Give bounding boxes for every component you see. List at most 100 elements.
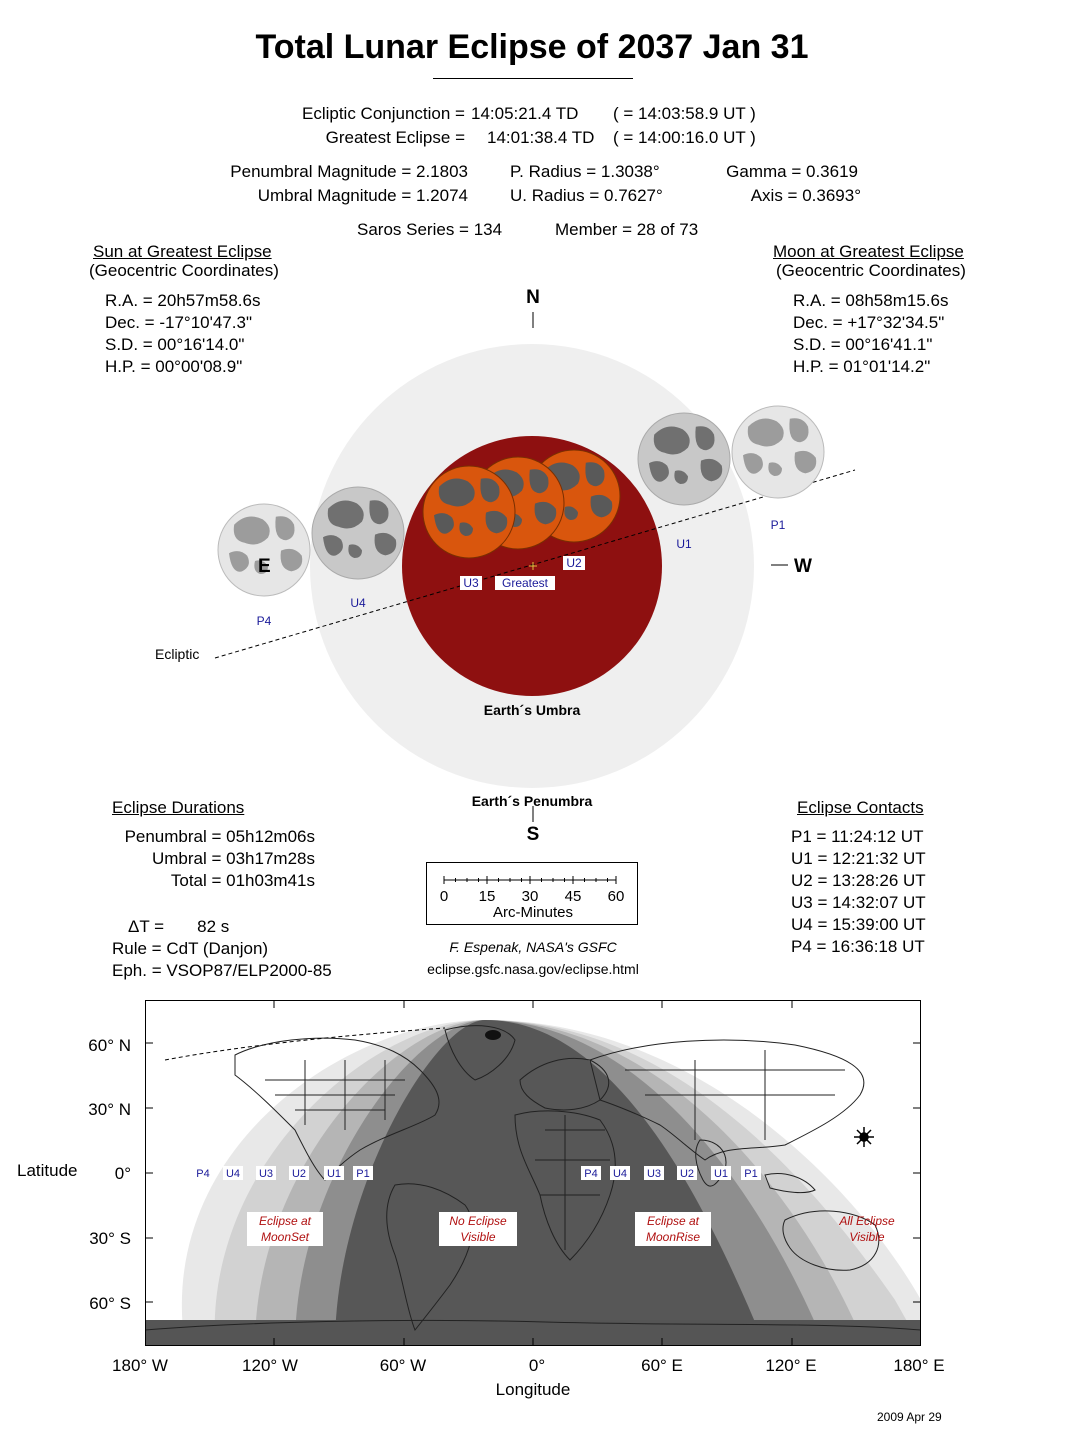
umbra-label: Earth´s Umbra	[484, 702, 581, 718]
band-no-eclipse	[335, 1020, 765, 1346]
lon-tick-0: 0°	[528, 1356, 546, 1375]
moon-p4	[217, 503, 311, 597]
moon-u4	[311, 486, 405, 580]
duration-penumbral: Penumbral = 05h12m06s	[124, 827, 315, 846]
west-label: W	[794, 556, 812, 577]
eclipse-diagram: N S E W Ecliptic Earth´s Umbra Earth´s P…	[155, 287, 856, 845]
ecliptic-conjunction-label: Ecliptic Conjunction =	[301, 104, 465, 123]
sun-subheading: (Geocentric Coordinates)	[89, 261, 279, 280]
greatest-eclipse-ut: ( = 14:00:16.0 UT )	[613, 128, 756, 147]
lon-tick-180e: 180° E	[893, 1356, 945, 1375]
greatest-eclipse-td: 14:01:38.4 TD	[487, 128, 595, 147]
axis: Axis = 0.3693°	[750, 186, 861, 205]
arc-minute-scale: 0 15 30 45 60 Arc-Minutes	[426, 862, 638, 925]
lat-tick-60s: 60° S	[89, 1294, 131, 1313]
longitude-axis-label: Longitude	[495, 1380, 571, 1399]
u-radius: U. Radius = 0.7627°	[510, 186, 663, 205]
ecliptic-conjunction-ut: ( = 14:03:58.9 UT )	[613, 104, 756, 123]
duration-total: Total = 01h03m41s	[170, 871, 315, 890]
region-moonset-line1: Eclipse at	[259, 1214, 312, 1228]
lon-tick-60w: 60° W	[379, 1356, 427, 1375]
west-contact-labels: P4 U4 U3 U2 U1 P1	[193, 1166, 373, 1180]
lon-tick-60e: 60° E	[641, 1356, 683, 1375]
contact-p4: P4 = 16:36:18 UT	[791, 937, 925, 956]
moon-subheading: (Geocentric Coordinates)	[776, 261, 966, 280]
sun-sd: S.D. = 00°16'14.0"	[105, 335, 245, 354]
moon-u1	[637, 412, 731, 506]
scale-tick-60: 60	[608, 888, 625, 905]
greatest-eclipse-label: Greatest Eclipse =	[325, 128, 465, 147]
map-east-u1: U1	[714, 1168, 728, 1180]
gamma: Gamma = 0.3619	[726, 162, 858, 181]
moon-p1	[731, 405, 825, 499]
map-east-p1: P1	[744, 1168, 757, 1180]
map-west-p1: P1	[356, 1168, 369, 1180]
map-west-u3: U3	[259, 1168, 273, 1180]
date-stamp: 2009 Apr 29	[877, 1410, 942, 1424]
region-moonset-line2: MoonSet	[261, 1230, 310, 1244]
moon-hp: H.P. = 01°01'14.2"	[793, 357, 931, 376]
lat-tick-0: 0°	[114, 1164, 131, 1183]
durations-heading: Eclipse Durations	[112, 798, 245, 817]
scale-ticks	[443, 876, 617, 884]
map-west-p4: P4	[196, 1168, 209, 1180]
map-east-u2: U2	[680, 1168, 694, 1180]
sublunar-point	[485, 1030, 501, 1040]
title-rule	[433, 78, 633, 79]
lat-tick-30n: 30° N	[88, 1100, 131, 1119]
saros-series: Saros Series = 134	[357, 220, 503, 239]
greatest-label: Greatest	[502, 576, 549, 590]
scale-tick-30: 30	[522, 888, 539, 905]
coastlines	[145, 1025, 921, 1331]
scale-tick-15: 15	[479, 888, 496, 905]
penumbral-magnitude: Penumbral Magnitude = 2.1803	[230, 162, 468, 181]
contact-label-u4: U4	[350, 596, 366, 610]
subsolar-point	[854, 1127, 874, 1147]
map-ticks	[145, 1000, 921, 1346]
rule: Rule = CdT (Danjon)	[112, 939, 269, 958]
sun-hp: H.P. = 00°00'08.9"	[105, 357, 243, 376]
region-all-line2: Visible	[849, 1230, 884, 1244]
credit-author: F. Espenak, NASA's GSFC	[449, 939, 617, 955]
lat-tick-60n: 60° N	[88, 1036, 131, 1055]
lon-tick-120w: 120° W	[242, 1356, 298, 1375]
contact-label-p1: P1	[771, 518, 786, 532]
moon-u3	[422, 465, 516, 559]
ecliptic-conjunction-td: 14:05:21.4 TD	[471, 104, 579, 123]
u3-label-box	[460, 576, 482, 590]
scale-tick-45: 45	[565, 888, 582, 905]
lon-tick-120e: 120° E	[765, 1356, 817, 1375]
moon-heading: Moon at Greatest Eclipse	[773, 242, 964, 261]
contact-label-u1: U1	[676, 537, 692, 551]
contact-label-u2: U2	[566, 556, 582, 570]
sun-heading: Sun at Greatest Eclipse	[93, 242, 272, 261]
ecliptic-label: Ecliptic	[155, 646, 199, 662]
region-moonrise-line2: MoonRise	[646, 1230, 700, 1244]
latitude-axis-label: Latitude	[17, 1161, 78, 1180]
east-contact-labels: P4 U4 U3 U2 U1 P1	[581, 1166, 761, 1180]
scale-label: Arc-Minutes	[493, 904, 573, 921]
credit-url: eclipse.gsfc.nasa.gov/eclipse.html	[427, 961, 639, 977]
contact-label-u3: U3	[463, 576, 479, 590]
region-none-line2: Visible	[460, 1230, 495, 1244]
south-label: S	[527, 824, 540, 845]
ephemeris: Eph. = VSOP87/ELP2000-85	[112, 961, 332, 980]
lon-tick-180w: 180° W	[112, 1356, 168, 1375]
sun-ra: R.A. = 20h57m58.6s	[105, 291, 261, 310]
contact-u1: U1 = 12:21:32 UT	[791, 849, 926, 868]
moon-dec: Dec. = +17°32'34.5"	[793, 313, 945, 332]
map-east-u3: U3	[647, 1168, 661, 1180]
page-title: Total Lunar Eclipse of 2037 Jan 31	[255, 28, 809, 66]
map-west-u1: U1	[327, 1168, 341, 1180]
moon-sd: S.D. = 00°16'41.1"	[793, 335, 933, 354]
visibility-map: P4 U4 U3 U2 U1 P1 P4 U4 U3 U2 U1 P1 Ecli…	[145, 1000, 921, 1346]
contact-p1: P1 = 11:24:12 UT	[791, 827, 924, 846]
u2-label-box	[563, 556, 585, 570]
p-radius: P. Radius = 1.3038°	[510, 162, 660, 181]
greatest-label-box	[495, 576, 555, 590]
delta-t: ΔT = 82 s	[128, 917, 230, 936]
region-all-line1: All Eclipse	[838, 1214, 895, 1228]
umbral-magnitude: Umbral Magnitude = 1.2074	[257, 186, 468, 205]
scale-tick-0: 0	[440, 888, 448, 905]
ecliptic-line	[214, 469, 856, 659]
